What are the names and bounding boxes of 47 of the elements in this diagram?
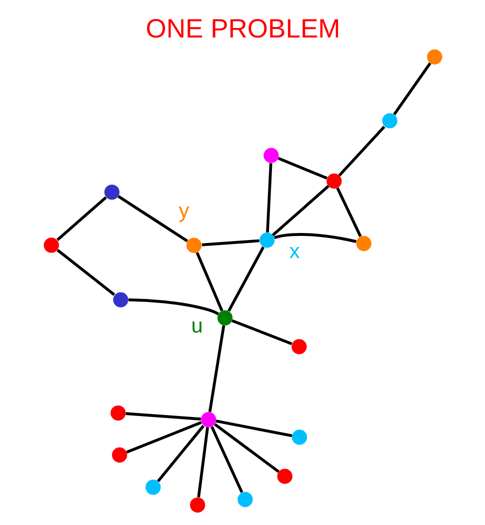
node-circle (291, 430, 307, 445)
connector (156, 424, 204, 482)
node-circle (326, 174, 342, 189)
node-circle (112, 292, 128, 308)
node-circle (382, 113, 397, 128)
node-circle (190, 497, 205, 513)
node-circle (216, 310, 232, 326)
node-circle (259, 232, 274, 248)
connector (125, 412, 200, 420)
node-circle (426, 49, 442, 64)
connector (274, 233, 356, 243)
node-label: x (288, 240, 300, 264)
connector (271, 185, 329, 236)
connector (277, 157, 327, 180)
connector (227, 246, 264, 312)
connector (196, 426, 208, 498)
node-circle (291, 339, 306, 354)
node-circle (276, 468, 292, 484)
connector (266, 163, 272, 232)
node-circle (43, 238, 58, 253)
connector (128, 298, 219, 316)
connector (210, 426, 243, 493)
diagram-title: ONE PROBLEM (145, 13, 340, 44)
node-circle (356, 236, 371, 252)
node-circle (110, 405, 126, 421)
node-circle (104, 184, 120, 200)
connector (213, 423, 280, 473)
connector (208, 325, 225, 412)
node-circle (145, 480, 160, 495)
node-circle (200, 412, 216, 428)
node-label: y (178, 200, 189, 222)
connector (56, 196, 106, 242)
connector (117, 195, 188, 242)
connector (231, 319, 292, 346)
node-label: u (190, 314, 202, 338)
connector (336, 187, 362, 237)
connector (56, 248, 115, 296)
connector (195, 252, 223, 312)
node-circle (263, 148, 278, 164)
node-circle (186, 238, 202, 253)
node-circle (111, 447, 127, 463)
connector (392, 62, 431, 116)
connector (338, 126, 385, 176)
connector (126, 421, 202, 454)
node-circle (237, 492, 252, 508)
connector (215, 420, 292, 438)
connector (201, 239, 259, 246)
